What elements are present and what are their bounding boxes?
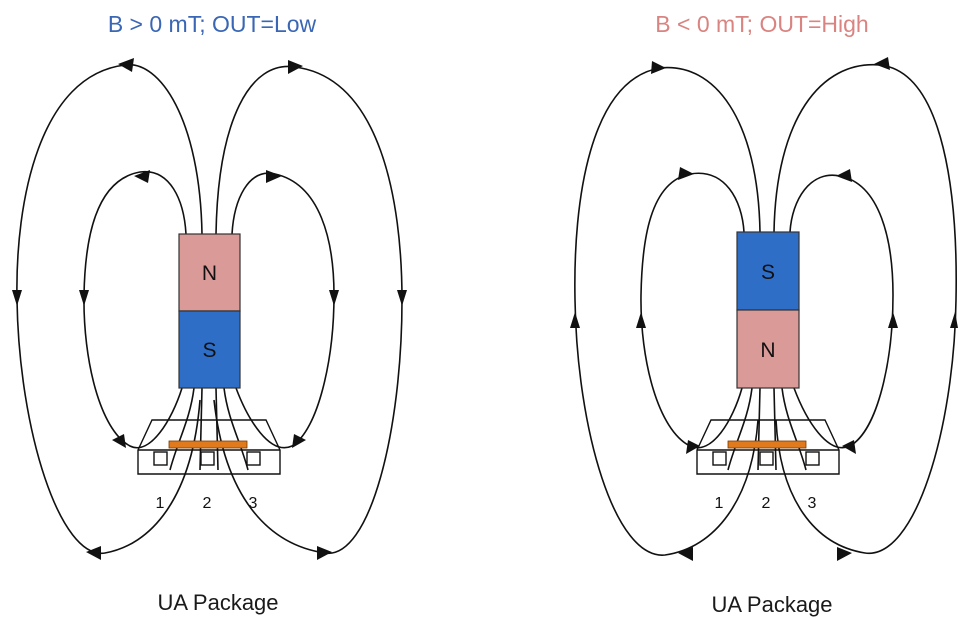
panel-left: B > 0 mT; OUT=Low [12,11,407,615]
panel-title: B < 0 mT; OUT=High [655,11,868,37]
arrow-marker [678,167,694,180]
pin-pad [200,451,215,466]
panel-title: B > 0 mT; OUT=Low [108,11,317,37]
field-line-bottom [223,387,249,471]
field-arrows [12,58,407,560]
field-line-bottom [215,387,219,471]
field-line-inner-right [789,174,894,449]
magnet-top-pole [736,231,800,311]
pin-2-label: 2 [762,495,771,512]
arrow-marker [288,60,303,74]
ua-package: 1 2 3 [696,419,840,512]
arrow-marker [329,290,339,306]
arrow-marker [837,547,852,561]
arrow-marker [570,312,580,328]
arrow-marker [950,312,958,328]
field-line-outer-left [574,66,761,556]
pin-2-label: 2 [203,495,212,512]
field-line-inner-right [231,172,335,449]
field-line-inner-left [83,171,187,449]
top-pole-label: S [761,261,775,284]
arrow-marker [397,290,407,306]
magnet-bottom-pole [736,309,800,389]
arrow-marker [292,434,306,448]
top-pole-label: N [202,262,217,285]
field-line-bottom [757,387,761,471]
field-line-inner-left [640,172,745,449]
arrow-marker [686,440,700,454]
field-lines [574,64,957,556]
pin-pad [712,451,727,466]
arrow-marker [266,170,282,183]
arrow-marker [842,440,856,454]
field-line-bottom [773,387,777,471]
arrow-marker [12,290,22,306]
pin-pad [759,451,774,466]
arrow-marker [888,312,898,328]
bottom-pole-label: N [760,339,775,362]
field-line-bottom [781,387,807,471]
pin-1-label: 1 [156,495,165,512]
pin-pad [805,451,820,466]
arrow-marker [79,290,89,306]
arrow-marker [86,546,101,560]
field-line-outer-right [773,64,957,554]
panel-right: B < 0 mT; OUT=High S [570,11,958,617]
pin-pad [153,451,168,466]
field-arrows [570,57,958,561]
arrow-marker [836,169,852,182]
field-line-bottom [169,387,195,471]
magnet-top-pole [178,233,241,312]
field-line-bottom [727,387,753,471]
ua-package: 1 2 3 [137,419,281,512]
hall-sensor [168,440,248,449]
arrow-marker [651,61,666,74]
bottom-pole-label: S [202,339,216,362]
package-caption: UA Package [711,592,832,617]
field-line-outer-right [213,65,403,554]
arrow-marker [134,170,150,183]
arrow-marker [112,434,126,448]
magnet-bottom-pole [178,310,241,389]
pin-3-label: 3 [808,495,817,512]
arrow-marker [636,312,646,328]
pin-pad [246,451,261,466]
pin-3-label: 3 [249,495,258,512]
arrow-marker [678,547,693,561]
arrow-marker [874,57,890,70]
package-caption: UA Package [157,590,278,615]
field-line-outer-left [16,64,203,554]
hall-sensor [727,440,807,449]
pin-1-label: 1 [715,495,724,512]
arrow-marker [118,58,134,72]
arrow-marker [317,546,332,560]
